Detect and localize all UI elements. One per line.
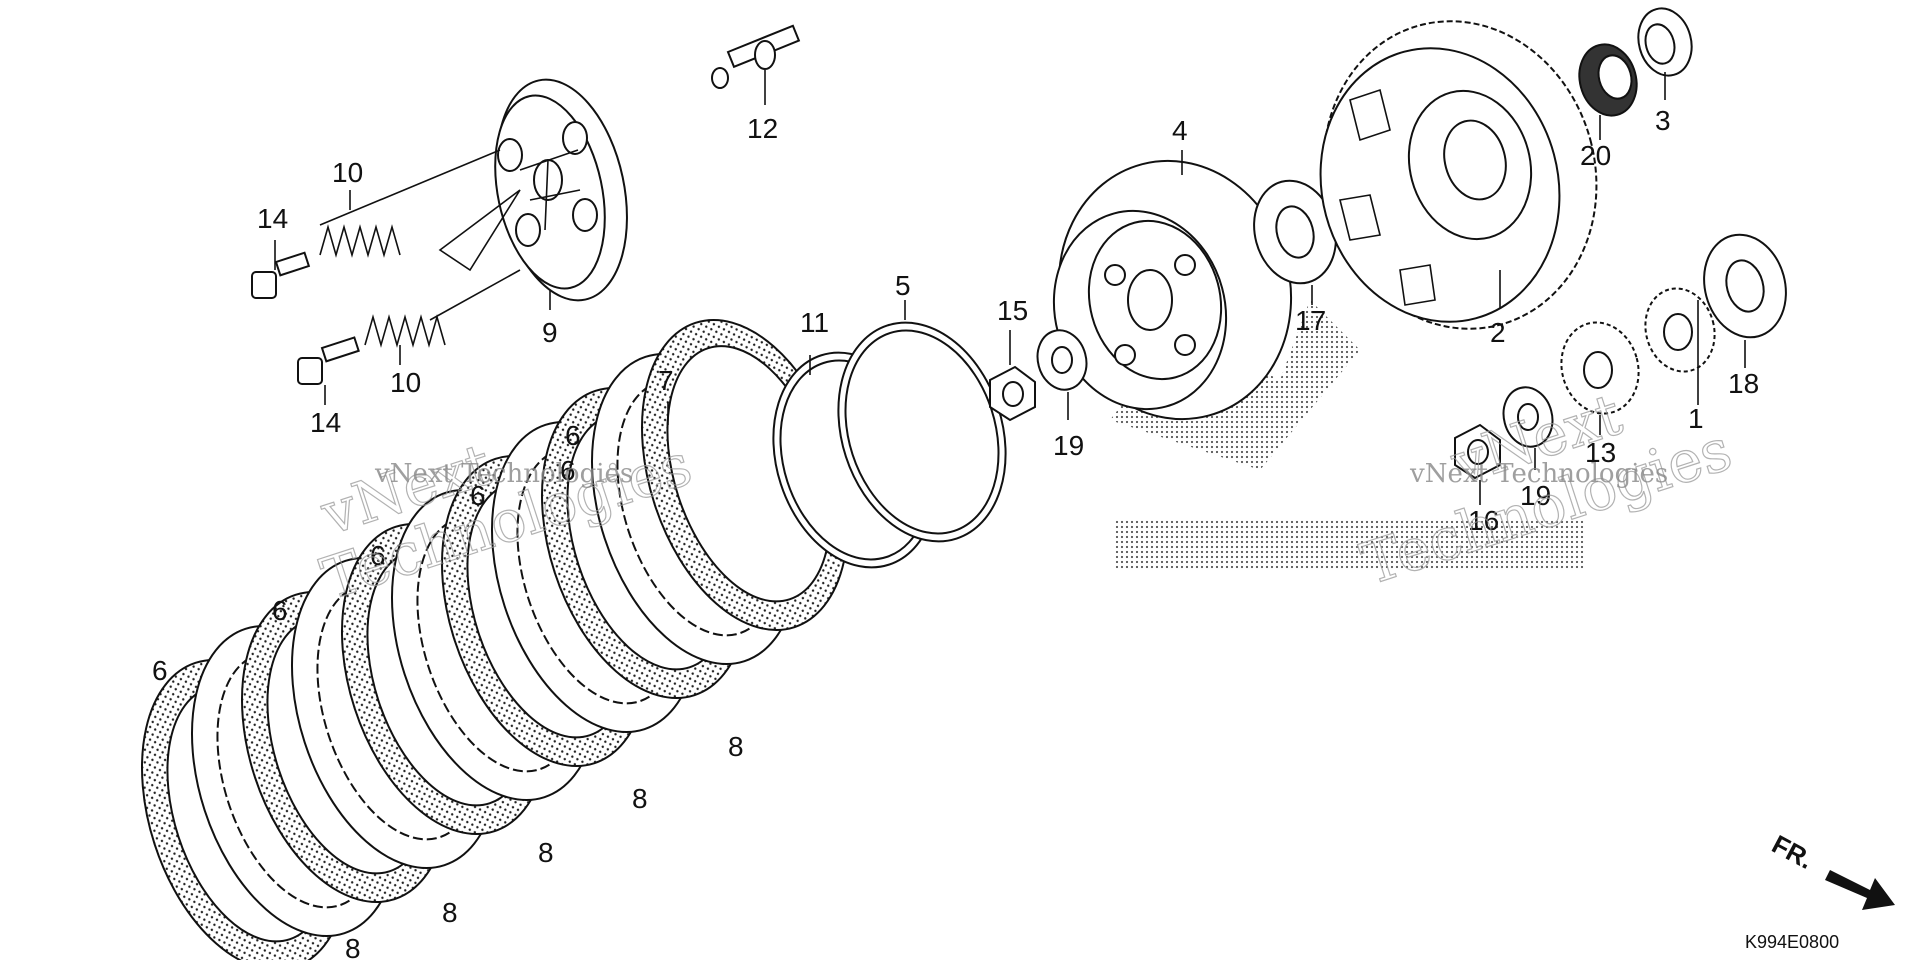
part-19-washer-right: [1502, 386, 1554, 448]
part-12-lifter-pin: [711, 24, 801, 89]
callout-labels: 1 2 3 4 5 6 6 6 6 6 6 7 8 8 8 8 8 9 10 1…: [152, 105, 1759, 960]
callout-18: 18: [1728, 368, 1759, 399]
callout-8a: 8: [345, 933, 361, 960]
callout-3: 3: [1655, 105, 1671, 136]
callout-8b: 8: [442, 897, 458, 928]
callout-6f: 6: [560, 455, 576, 486]
part-16-nut: [1454, 423, 1501, 480]
part-15-nut: [989, 365, 1036, 422]
callout-1: 1: [1688, 403, 1704, 434]
part-10-spring-upper: [319, 149, 501, 258]
callout-20: 20: [1580, 140, 1611, 171]
callout-6d: 6: [470, 480, 486, 511]
callout-17: 17: [1295, 305, 1326, 336]
callout-12: 12: [747, 113, 778, 144]
callout-14b: 14: [310, 407, 341, 438]
callout-6e: 6: [565, 420, 581, 451]
part-2-clutch-outer: [1319, 20, 1598, 330]
part-5-ring: [837, 321, 1007, 543]
clutch-plate-stack: [141, 319, 849, 960]
part-13-gear: [1560, 321, 1640, 415]
part-4-clutch-center: [1052, 159, 1293, 421]
part-9-pressure-plate: [438, 78, 628, 302]
callout-8c: 8: [538, 837, 554, 868]
callout-5: 5: [895, 270, 911, 301]
callout-7: 7: [658, 365, 674, 396]
callout-6c: 6: [370, 540, 386, 571]
part-14-bolt-lower: [297, 336, 360, 385]
watermark-line-left: vNext Technologies: [374, 459, 633, 489]
callout-8e: 8: [728, 731, 744, 762]
callout-11: 11: [800, 307, 829, 338]
callout-10a: 10: [332, 157, 363, 188]
part-19-washer-left: [1036, 329, 1088, 391]
callout-15: 15: [997, 295, 1028, 326]
watermark-line-right: vNext Technologies: [1409, 459, 1668, 489]
callout-19b: 19: [1520, 480, 1551, 511]
part-10-spring-lower: [364, 269, 521, 348]
callout-8d: 8: [632, 783, 648, 814]
part-14-bolt-upper: [251, 251, 311, 299]
callout-2: 2: [1490, 317, 1506, 348]
callout-9: 9: [542, 317, 558, 348]
callout-4: 4: [1172, 115, 1188, 146]
arrow-icon: [1825, 870, 1895, 910]
callout-13: 13: [1585, 437, 1616, 468]
callout-6a: 6: [152, 655, 168, 686]
part-18-washer: [1703, 233, 1787, 339]
callout-19a: 19: [1053, 430, 1084, 461]
part-20-needle-bearing: [1578, 43, 1638, 117]
callout-10b: 10: [390, 367, 421, 398]
callout-6b: 6: [272, 595, 288, 626]
leader-lines: [274, 70, 1746, 505]
front-direction-arrow: FR.: [1767, 829, 1895, 910]
part-3-collar: [1637, 7, 1693, 77]
callout-14a: 14: [257, 203, 288, 234]
callout-16: 16: [1468, 505, 1499, 536]
part-17-washer: [1253, 179, 1337, 285]
front-direction-label: FR.: [1767, 829, 1818, 875]
drawing-code: K994E0800: [1745, 932, 1839, 952]
